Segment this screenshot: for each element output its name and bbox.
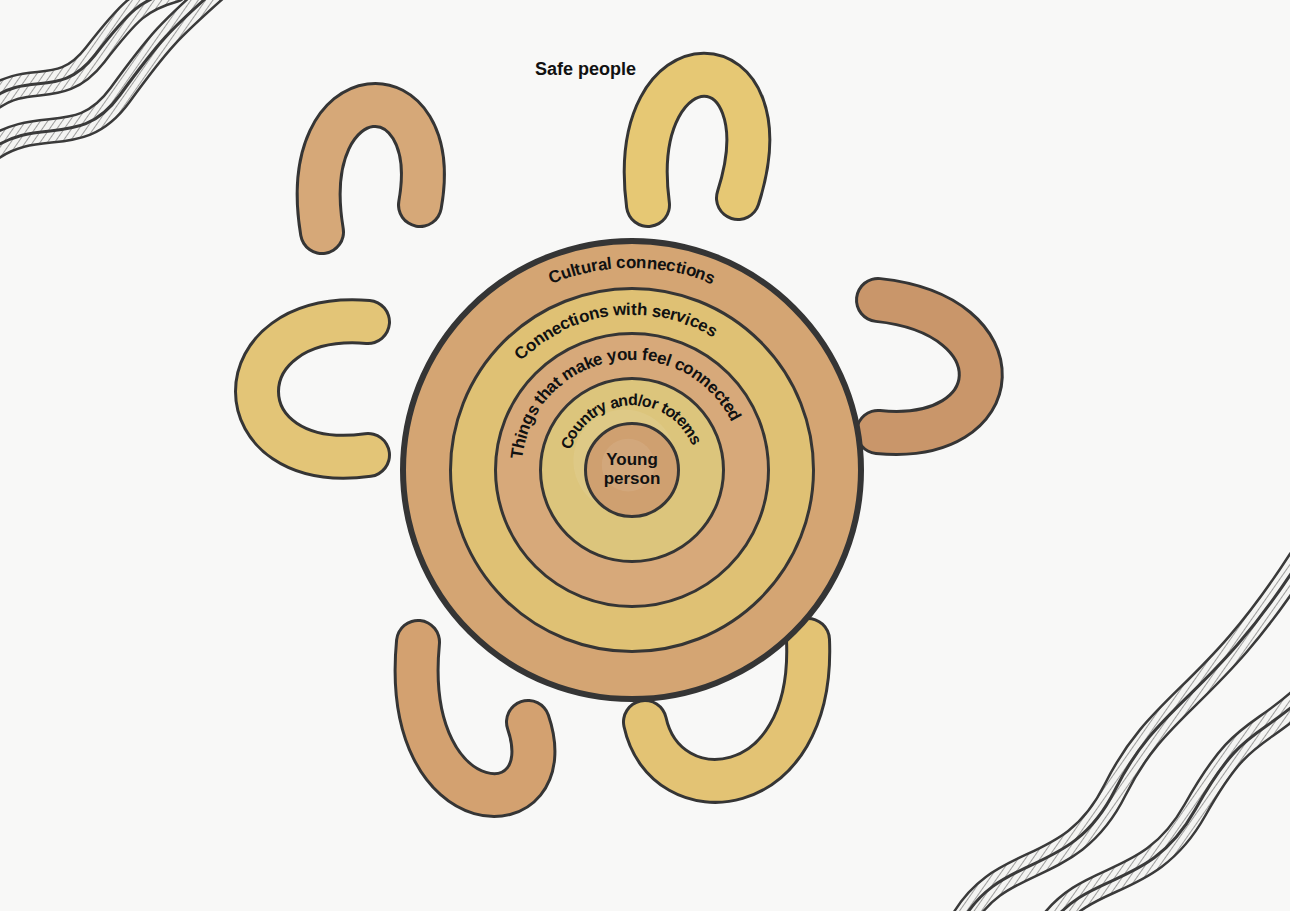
concentric-ring: Cultural connectionsConnections with ser… — [400, 238, 864, 702]
ring-letter: d — [628, 391, 638, 409]
ring-letter: i — [626, 301, 631, 320]
ring-letter: o — [626, 254, 636, 273]
ring-letter: h — [636, 301, 648, 320]
heading-label: Safe people — [535, 59, 636, 80]
ring-letter: c — [616, 254, 626, 273]
concentric-ring: Things that make you feel connectedCount… — [494, 332, 770, 608]
boomerang — [646, 75, 748, 205]
concentric-ring: Young person — [584, 422, 680, 518]
wavy-band — [0, 0, 215, 150]
center-label: Young person — [592, 451, 672, 488]
wavy-band — [1050, 700, 1290, 911]
boomerang — [257, 321, 368, 456]
concentric-ring: Connections with servicesThings that mak… — [449, 287, 815, 653]
concentric-ring: Country and/or totemsYoung person — [539, 377, 725, 563]
ring-letter: n — [617, 391, 629, 410]
ring-letter: l — [606, 255, 613, 274]
ring-letter: w — [612, 301, 627, 321]
ring-letter: o — [616, 346, 628, 366]
boomerang — [878, 300, 981, 433]
ring-letter: n — [636, 254, 647, 273]
ring-letter: u — [627, 346, 637, 365]
wavy-band — [960, 560, 1290, 911]
boomerang — [319, 105, 423, 232]
ring-letter: t — [631, 301, 637, 320]
